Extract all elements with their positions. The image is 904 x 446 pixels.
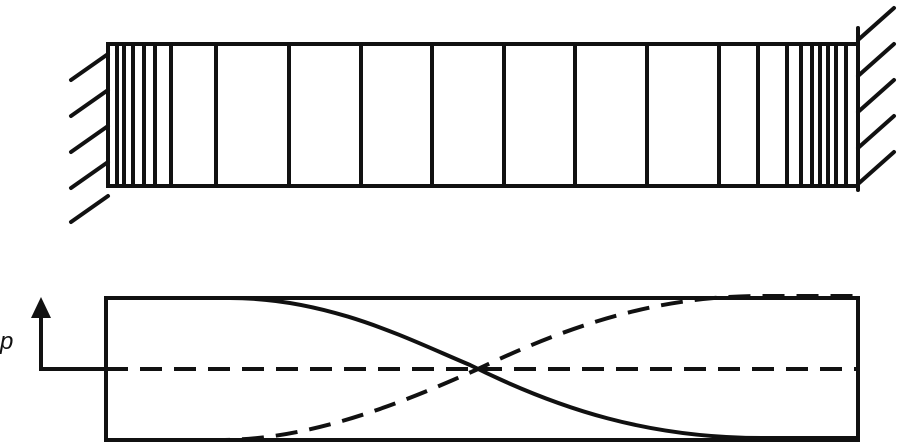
left-wall-hatch — [69, 194, 110, 224]
left-wall-hatch — [69, 160, 110, 190]
right-wall-hatch — [856, 6, 896, 42]
right-wall-hatch — [856, 78, 896, 114]
p-axis-arrowhead — [31, 297, 51, 318]
top-bar-outline — [106, 42, 860, 188]
top-bar-diagram — [69, 6, 896, 224]
left-wall-hatch — [69, 124, 110, 154]
right-fixed-wall — [856, 6, 896, 192]
right-wall-hatch — [856, 42, 896, 78]
right-wall-hatch — [856, 114, 896, 150]
top-grid-lines — [115, 42, 848, 188]
p-axis-label: p — [0, 328, 13, 355]
solid-profile-curve — [104, 296, 860, 440]
left-wall-hatch — [69, 88, 110, 118]
right-wall-hatch — [856, 150, 896, 186]
left-wall-hatch — [69, 52, 110, 82]
p-axis-arrow — [31, 297, 108, 371]
bottom-profile-diagram: p — [0, 294, 860, 442]
left-fixed-wall — [69, 42, 110, 224]
dashed-profile-curve — [106, 294, 858, 442]
